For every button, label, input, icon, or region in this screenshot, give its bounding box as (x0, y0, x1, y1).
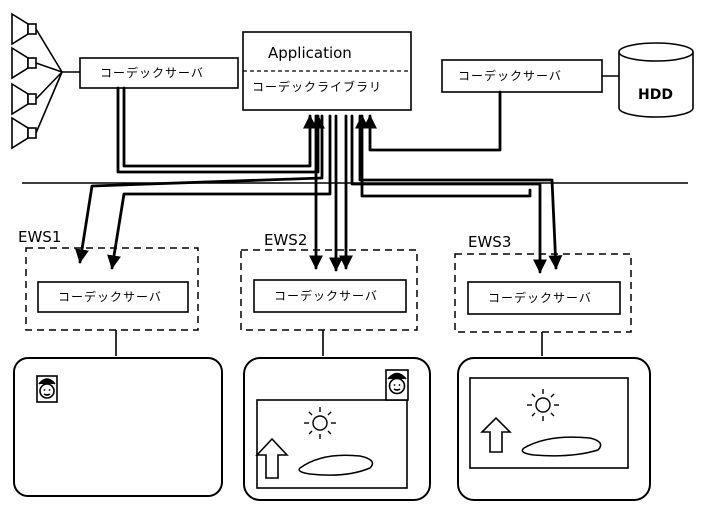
speaker-codec-server-label: コーデックサーバ (100, 67, 204, 79)
speaker-icon (12, 14, 36, 44)
ews1-label: EWS1 (18, 230, 61, 245)
ews1-codec-server-label: コーデックサーバ (58, 291, 162, 303)
speaker-icon (12, 48, 36, 78)
ews3-codec-server-label: コーデックサーバ (488, 292, 592, 304)
speaker-icon (12, 84, 36, 114)
face-icon (386, 370, 408, 400)
speaker-icon (12, 118, 36, 148)
speaker-group (12, 14, 80, 148)
hdd-label: HDD (638, 88, 673, 102)
hdd-icon (619, 43, 693, 117)
ews2-label: EWS2 (264, 233, 307, 248)
hdd-codec-server-label: コーデックサーバ (458, 70, 562, 82)
application-title: Application (268, 46, 352, 61)
codec-library-label: コーデックライブラリ (252, 81, 382, 93)
ews3-label: EWS3 (468, 235, 511, 250)
face-icon (37, 376, 57, 402)
ews2-codec-server-label: コーデックサーバ (274, 290, 378, 302)
